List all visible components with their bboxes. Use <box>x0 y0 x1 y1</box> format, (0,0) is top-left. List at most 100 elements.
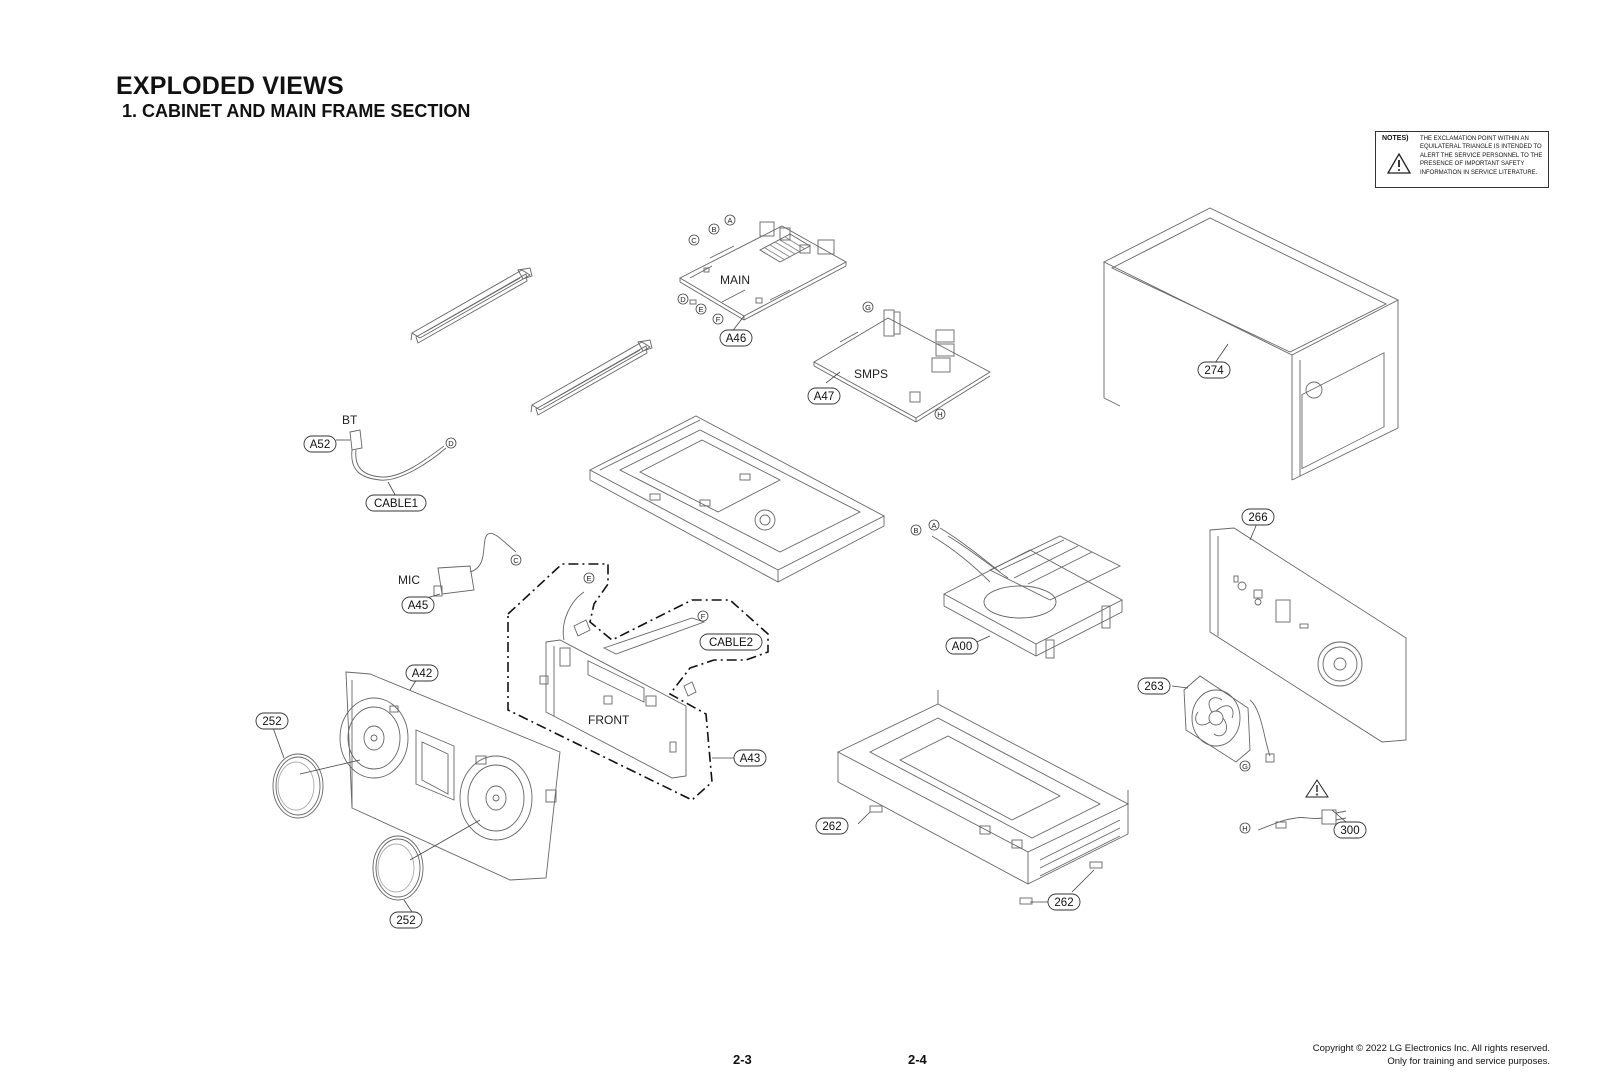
svg-text:H: H <box>937 410 942 419</box>
svg-text:A46: A46 <box>726 333 746 345</box>
callout-252-lower: 252 <box>389 911 423 929</box>
cable2-ribbon <box>573 617 706 697</box>
warning-triangle-icon <box>1386 152 1412 174</box>
callout-300: 300 <box>1333 821 1367 839</box>
disc-loader-mechanism <box>931 527 1123 659</box>
callout-cable2: CABLE2 <box>699 633 763 651</box>
page-title: EXPLODED VIEWS <box>116 72 344 100</box>
callout-a42: A42 <box>405 664 439 682</box>
svg-text:D: D <box>448 439 454 448</box>
main-frame-chassis <box>589 415 885 583</box>
power-cord <box>1257 809 1347 831</box>
support-rail-lower <box>530 339 653 416</box>
callout-a00: A00 <box>945 637 979 655</box>
svg-text:A: A <box>931 521 936 530</box>
connector-f-main: F <box>712 313 724 325</box>
svg-text:266: 266 <box>1248 512 1267 524</box>
copyright-notice: Copyright © 2022 LG Electronics Inc. All… <box>1313 1042 1550 1068</box>
connector-b-main: B <box>708 223 720 235</box>
svg-text:274: 274 <box>1204 365 1224 377</box>
main-board-label: MAIN <box>720 273 750 287</box>
callout-274: 274 <box>1197 361 1231 379</box>
page-number-right: 2-4 <box>908 1052 927 1067</box>
front-section-boundary <box>507 563 769 801</box>
svg-text:A42: A42 <box>412 668 432 680</box>
callout-cable1: CABLE1 <box>365 494 427 512</box>
front-board-label: FRONT <box>588 713 630 727</box>
section-subtitle: 1. CABINET AND MAIN FRAME SECTION <box>122 101 471 121</box>
svg-text:263: 263 <box>1144 681 1163 693</box>
page-number-left: 2-3 <box>733 1052 752 1067</box>
callout-263: 263 <box>1137 677 1171 695</box>
svg-text:262: 262 <box>822 821 841 833</box>
notes-text: THE EXCLAMATION POINT WITHIN AN EQUILATE… <box>1420 136 1543 176</box>
svg-text:C: C <box>691 236 697 245</box>
svg-text:H: H <box>1242 824 1247 833</box>
svg-text:A52: A52 <box>310 439 330 451</box>
connector-a-loader: A <box>928 519 940 531</box>
connector-f-front: F <box>697 610 709 622</box>
svg-text:C: C <box>513 556 519 565</box>
smps-pcb <box>813 309 991 423</box>
bt-module <box>349 429 447 481</box>
connector-e-front: E <box>583 572 595 584</box>
speaker-ring-lower <box>372 835 424 901</box>
svg-text:F: F <box>716 315 721 324</box>
callout-a46: A46 <box>719 329 753 347</box>
svg-text:A: A <box>727 216 732 225</box>
svg-text:CABLE2: CABLE2 <box>709 637 753 649</box>
safety-notes-box: NOTES) THE EXCLAMATION POINT WITHIN AN E… <box>1375 131 1549 188</box>
callout-a52: A52 <box>303 435 337 453</box>
callout-252-upper: 252 <box>255 712 289 730</box>
svg-text:E: E <box>586 574 591 583</box>
svg-text:B: B <box>913 526 918 535</box>
front-panel-assembly <box>339 671 561 881</box>
copyright-line-2: Only for training and service purposes. <box>1387 1056 1550 1067</box>
svg-text:A00: A00 <box>952 641 972 653</box>
bt-label: BT <box>342 413 358 427</box>
mic-module <box>433 532 517 597</box>
connector-c-mic: C <box>510 554 522 566</box>
connector-h-smps: H <box>934 408 946 420</box>
svg-text:E: E <box>698 305 703 314</box>
bottom-chassis <box>836 690 1130 905</box>
svg-text:262: 262 <box>1054 897 1073 909</box>
support-rail-upper <box>410 267 533 344</box>
connector-a-main: A <box>724 214 736 226</box>
svg-text:G: G <box>1242 762 1248 771</box>
top-cabinet <box>1102 207 1399 481</box>
connector-e-main: E <box>695 303 707 315</box>
svg-text:A43: A43 <box>740 753 760 765</box>
copyright-line-1: Copyright © 2022 LG Electronics Inc. All… <box>1312 1043 1550 1054</box>
connector-g-fan: G <box>1239 760 1251 772</box>
connector-d-main: D <box>677 293 689 305</box>
svg-text:G: G <box>865 303 871 312</box>
callout-a43: A43 <box>733 749 767 767</box>
connector-c-main: C <box>688 234 700 246</box>
connector-g-smps: G <box>862 301 874 313</box>
connector-b-loader: B <box>910 524 922 536</box>
speaker-ring-upper <box>272 753 324 819</box>
smps-board-label: SMPS <box>854 367 888 381</box>
svg-text:252: 252 <box>262 716 281 728</box>
svg-text:B: B <box>711 225 716 234</box>
main-pcb <box>679 221 847 321</box>
callout-262-left: 262 <box>815 817 849 835</box>
svg-text:252: 252 <box>396 915 415 927</box>
svg-text:D: D <box>680 295 686 304</box>
svg-text:CABLE1: CABLE1 <box>374 498 418 510</box>
rear-panel <box>1209 527 1407 743</box>
callout-a45: A45 <box>401 596 435 614</box>
svg-text:F: F <box>701 612 706 621</box>
svg-text:A45: A45 <box>408 600 428 612</box>
warning-triangle-icon <box>1305 779 1329 798</box>
callout-a47: A47 <box>807 387 841 405</box>
connector-d-bt: D <box>445 437 457 449</box>
callout-262-right: 262 <box>1047 893 1081 911</box>
svg-text:A47: A47 <box>814 391 834 403</box>
mic-label: MIC <box>398 573 420 587</box>
connector-h-power: H <box>1239 822 1251 834</box>
svg-text:300: 300 <box>1340 825 1359 837</box>
